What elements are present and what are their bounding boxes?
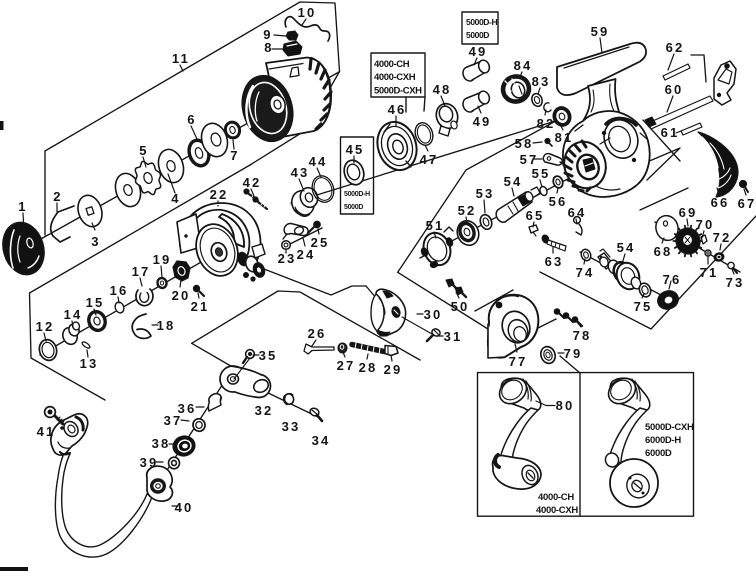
svg-text:13: 13 — [80, 356, 99, 371]
svg-text:59: 59 — [591, 24, 610, 39]
svg-text:63: 63 — [545, 254, 564, 269]
svg-text:5000D-H: 5000D-H — [344, 191, 370, 198]
svg-text:55: 55 — [532, 166, 551, 181]
svg-text:53: 53 — [476, 186, 495, 201]
svg-text:18: 18 — [157, 318, 176, 333]
svg-text:28: 28 — [359, 360, 378, 375]
svg-text:42: 42 — [243, 175, 262, 190]
svg-text:4: 4 — [171, 191, 180, 206]
svg-text:65: 65 — [526, 208, 545, 223]
svg-text:47: 47 — [420, 152, 439, 167]
svg-text:5000D-CXH: 5000D-CXH — [374, 86, 422, 97]
svg-text:5000D: 5000D — [466, 30, 489, 40]
svg-text:7: 7 — [230, 148, 239, 163]
svg-text:67: 67 — [738, 196, 756, 211]
svg-text:82: 82 — [537, 116, 556, 131]
svg-text:45: 45 — [346, 142, 365, 157]
svg-text:32: 32 — [255, 403, 274, 418]
svg-text:43: 43 — [291, 165, 310, 180]
svg-text:2: 2 — [53, 189, 62, 204]
svg-text:83: 83 — [532, 74, 551, 89]
svg-text:51: 51 — [426, 218, 445, 233]
svg-text:29: 29 — [384, 362, 403, 377]
svg-text:4000-CH: 4000-CH — [374, 59, 410, 70]
svg-text:57: 57 — [520, 152, 539, 167]
svg-text:5000D: 5000D — [344, 204, 363, 211]
svg-text:1: 1 — [18, 199, 27, 214]
svg-text:4000-CH: 4000-CH — [538, 492, 574, 503]
svg-text:10: 10 — [298, 5, 317, 20]
svg-text:6: 6 — [187, 112, 196, 127]
svg-text:52: 52 — [458, 203, 477, 218]
svg-text:11: 11 — [172, 51, 190, 66]
svg-text:5: 5 — [139, 143, 148, 158]
svg-text:62: 62 — [666, 40, 685, 55]
svg-text:60: 60 — [665, 82, 684, 97]
svg-text:72: 72 — [713, 230, 732, 245]
svg-text:19: 19 — [153, 252, 172, 267]
svg-text:84: 84 — [514, 58, 533, 73]
svg-text:64: 64 — [568, 205, 587, 220]
svg-text:38: 38 — [152, 436, 171, 451]
svg-text:49: 49 — [473, 114, 492, 129]
svg-text:78: 78 — [573, 328, 592, 343]
svg-text:9: 9 — [263, 27, 272, 42]
svg-text:37: 37 — [164, 413, 183, 428]
svg-text:34: 34 — [312, 433, 331, 448]
svg-text:3: 3 — [91, 234, 100, 249]
svg-text:49: 49 — [469, 44, 488, 59]
svg-text:26: 26 — [308, 326, 327, 341]
svg-text:25: 25 — [311, 235, 330, 250]
svg-text:56: 56 — [549, 194, 568, 209]
svg-text:70: 70 — [696, 217, 715, 232]
svg-text:22: 22 — [210, 187, 229, 202]
svg-text:4000-CXH: 4000-CXH — [536, 505, 578, 516]
svg-text:15: 15 — [86, 295, 105, 310]
svg-text:61: 61 — [661, 125, 680, 140]
svg-text:6000D: 6000D — [645, 448, 672, 459]
svg-text:35: 35 — [259, 348, 278, 363]
svg-text:30: 30 — [424, 307, 443, 322]
svg-text:81: 81 — [555, 130, 574, 145]
svg-text:54: 54 — [504, 174, 523, 189]
svg-text:14: 14 — [64, 307, 83, 322]
svg-text:17: 17 — [132, 264, 151, 279]
svg-text:4000-CXH: 4000-CXH — [374, 72, 416, 83]
svg-text:40: 40 — [175, 500, 194, 515]
svg-text:8: 8 — [264, 40, 273, 55]
svg-text:79: 79 — [564, 346, 583, 361]
svg-text:73: 73 — [726, 275, 745, 290]
svg-text:16: 16 — [110, 283, 129, 298]
svg-text:54: 54 — [617, 240, 636, 255]
svg-text:39: 39 — [140, 455, 159, 470]
svg-text:6000D-H: 6000D-H — [645, 435, 681, 446]
svg-text:36: 36 — [178, 401, 197, 416]
svg-text:75: 75 — [634, 299, 653, 314]
svg-text:50: 50 — [451, 299, 470, 314]
svg-text:58: 58 — [515, 136, 534, 151]
svg-text:74: 74 — [576, 265, 595, 280]
svg-text:71: 71 — [700, 265, 719, 280]
svg-text:20: 20 — [172, 288, 191, 303]
svg-text:21: 21 — [191, 299, 210, 314]
svg-text:33: 33 — [282, 419, 301, 434]
svg-text:48: 48 — [433, 82, 452, 97]
svg-text:76: 76 — [663, 272, 682, 287]
svg-text:24: 24 — [297, 247, 316, 262]
svg-text:5000D-CXH: 5000D-CXH — [645, 422, 694, 433]
svg-text:68: 68 — [654, 244, 673, 259]
svg-text:27: 27 — [337, 358, 356, 373]
svg-text:46: 46 — [388, 102, 407, 117]
svg-text:69: 69 — [679, 205, 698, 220]
svg-text:44: 44 — [309, 154, 328, 169]
svg-text:41: 41 — [37, 424, 56, 439]
svg-text:66: 66 — [711, 195, 730, 210]
svg-text:5000D-H: 5000D-H — [466, 17, 497, 27]
svg-text:31: 31 — [444, 329, 463, 344]
svg-text:80: 80 — [556, 398, 575, 413]
svg-text:23: 23 — [278, 251, 297, 266]
svg-text:77: 77 — [509, 354, 528, 369]
svg-text:12: 12 — [36, 319, 55, 334]
